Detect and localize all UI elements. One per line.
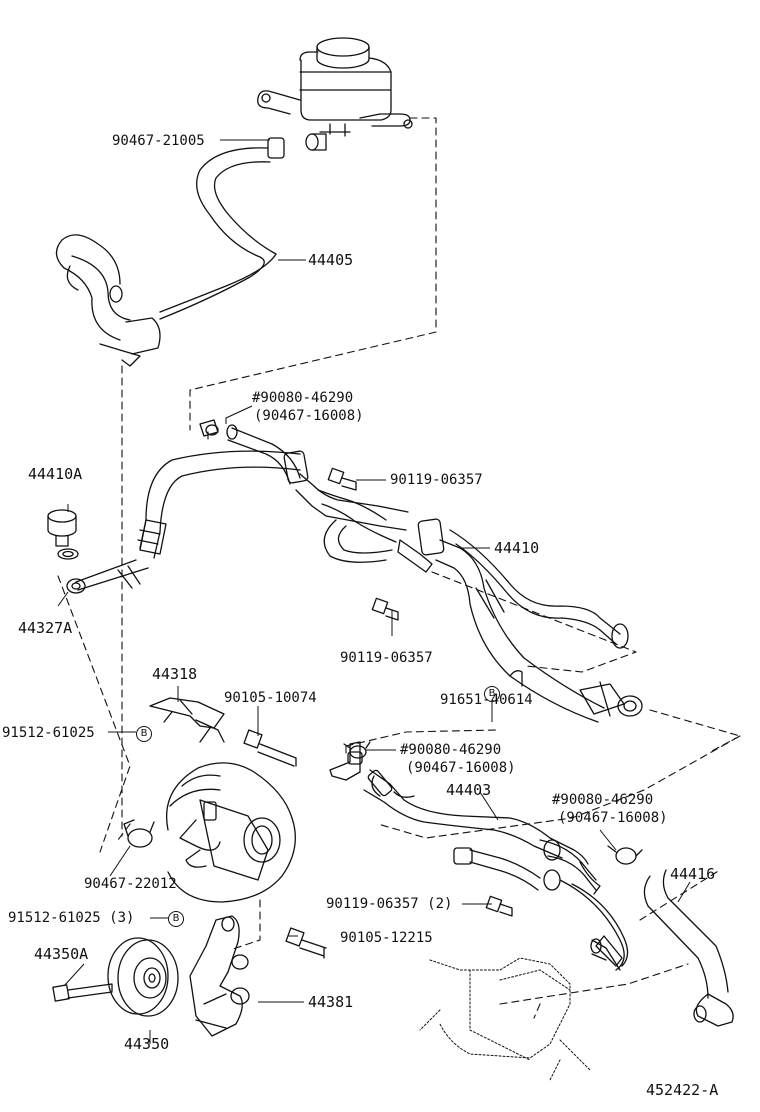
- label-90105-10074: 90105-10074: [224, 690, 317, 706]
- dashed-guides-upper: [57, 117, 437, 853]
- label-44381: 44381: [308, 993, 354, 1011]
- label-90467-21005: 90467-21005: [112, 133, 205, 149]
- bolt-90119-06357-a: [327, 467, 357, 491]
- callout-b-1: B: [136, 724, 152, 742]
- bolt-90119-06357-c: [485, 895, 513, 917]
- callout-b-3-text: B: [168, 911, 184, 927]
- label-90080-46290-b: #90080-46290: [400, 742, 502, 758]
- bracket-44381: [189, 915, 250, 1037]
- label-44327A: 44327A: [18, 619, 73, 637]
- bracket-44318: [149, 697, 225, 743]
- plug-44410A: [47, 509, 79, 560]
- callout-b-3: B: [168, 909, 184, 927]
- label-44416: 44416: [670, 865, 716, 883]
- hose-44405: [55, 137, 285, 367]
- tube-44403: [329, 741, 629, 971]
- clamp-90080-46290-b: [343, 741, 371, 759]
- label-91512-61025-3: 91512-61025 (3): [8, 910, 135, 926]
- label-91651-40614: 91651-40614: [440, 692, 533, 708]
- reservoir-tank: [257, 37, 413, 151]
- label-90080-46290-a: #90080-46290: [252, 390, 354, 406]
- pulley-44350: [107, 937, 179, 1017]
- tube-fitting-lower: [590, 938, 621, 971]
- label-90467-16008-b: (90467-16008): [406, 760, 516, 776]
- label-44350A: 44350A: [34, 945, 89, 963]
- callout-b-2-text: B: [484, 686, 500, 702]
- label-90467-22012: 90467-22012: [84, 876, 177, 892]
- leader-lines: [57, 139, 691, 1044]
- diagram-id: 452422-A: [646, 1081, 719, 1099]
- label-44410: 44410: [494, 539, 540, 557]
- label-44403: 44403: [446, 781, 492, 799]
- callout-b-1-text: B: [136, 726, 152, 742]
- label-90119-06357-c: 90119-06357 (2): [326, 896, 453, 912]
- label-90119-06357-b: 90119-06357: [340, 650, 433, 666]
- bolt-44350A: [52, 983, 113, 1002]
- hose-44410: [66, 424, 643, 723]
- label-44405: 44405: [308, 251, 354, 269]
- clamp-90467-22012: [123, 819, 155, 848]
- power-steering-pump: [166, 762, 296, 903]
- bolt-90105-12215: [285, 927, 327, 959]
- bolt-90119-06357-b: [371, 597, 399, 621]
- bolt-90105-10074: [243, 729, 297, 767]
- label-90119-06357-a: 90119-06357: [390, 472, 483, 488]
- label-91512-61025: 91512-61025: [2, 725, 95, 741]
- label-90105-12215: 90105-12215: [340, 930, 433, 946]
- label-90080-46290-c: #90080-46290: [552, 792, 654, 808]
- clamp-90080-46290-a: [199, 419, 219, 437]
- steering-gear-outline: [419, 957, 591, 1081]
- label-44318: 44318: [152, 665, 198, 683]
- label-90467-16008-a: (90467-16008): [254, 408, 364, 424]
- label-44350: 44350: [124, 1035, 170, 1053]
- label-90467-16008-c: (90467-16008): [558, 810, 668, 826]
- hose-44416: [607, 845, 734, 1027]
- label-44410A: 44410A: [28, 465, 83, 483]
- callout-b-2: B: [484, 684, 500, 702]
